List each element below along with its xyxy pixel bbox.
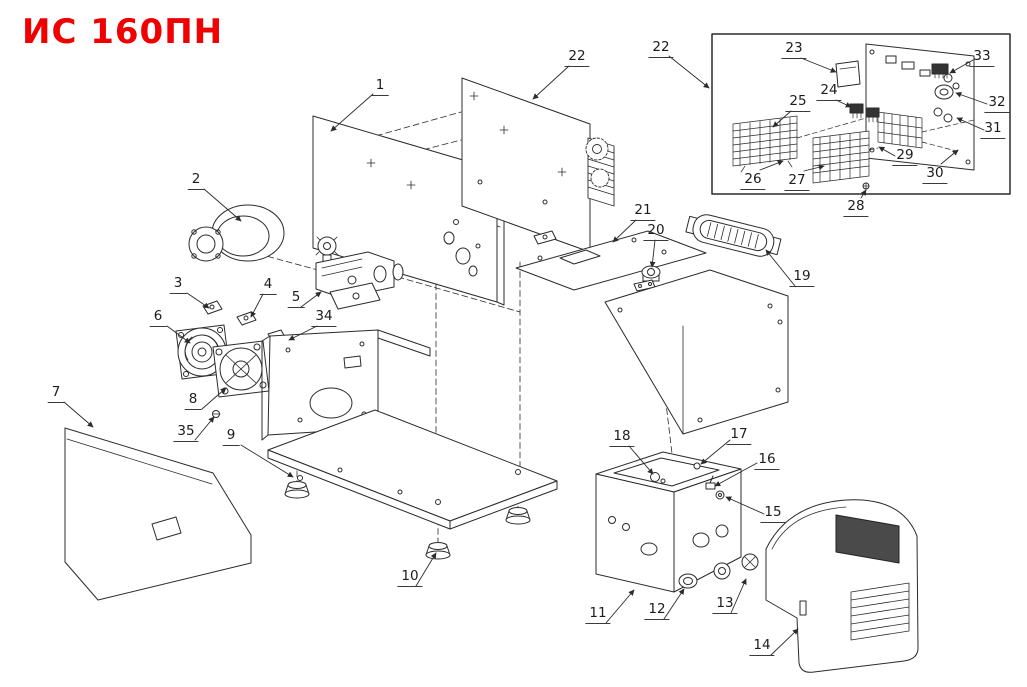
- leader-lines: [63, 55, 988, 656]
- leader-line-13: [730, 578, 747, 614]
- leader-line-20: [649, 239, 656, 268]
- leader-line-19: [765, 249, 796, 287]
- leader-line-33: [949, 59, 974, 74]
- inset-screw-28: [862, 182, 870, 190]
- diagram-title: ИС 160ПН: [22, 12, 224, 52]
- toroid-ring: [188, 204, 285, 262]
- leader-line-10: [415, 552, 437, 587]
- leader-line-9: [240, 444, 294, 478]
- leader-line-8: [201, 387, 227, 410]
- leader-line-2: [203, 188, 242, 222]
- leader-line-4: [250, 293, 264, 318]
- leader-line-24: [835, 99, 852, 108]
- leader-line-28: [860, 189, 867, 199]
- leader-line-22: [532, 65, 570, 100]
- leader-line-25: [772, 110, 792, 128]
- leader-line-35: [194, 416, 215, 441]
- top-shelf-plate: [515, 230, 707, 291]
- leader-line-18: [628, 445, 654, 475]
- side-cover: [64, 427, 252, 601]
- inset-capacitors-31: [933, 107, 953, 123]
- front-knobs: [678, 553, 759, 589]
- leader-line-27: [803, 164, 825, 172]
- leader-line-15: [725, 496, 765, 515]
- inset-heatsink-left: [732, 115, 798, 173]
- inset-component-33: [931, 63, 949, 79]
- screw-35: [212, 410, 221, 418]
- rear-right-panel: [604, 269, 789, 435]
- inset-heatsink-right: [812, 130, 870, 184]
- leader-line-29: [878, 146, 896, 157]
- small-bracket-4: [236, 311, 257, 326]
- inset-pcb: [877, 111, 923, 149]
- detail-inset-box: [711, 33, 1011, 195]
- leader-line-21: [612, 219, 637, 243]
- inset-capacitor-32: [934, 84, 954, 100]
- leader-line-30: [940, 149, 959, 165]
- leader-line-11: [605, 589, 635, 624]
- leader-line-34: [288, 325, 318, 341]
- valve-assembly: [315, 236, 404, 310]
- leader-line-1: [330, 93, 374, 132]
- leader-line-12: [663, 588, 685, 620]
- leader-line-32: [955, 92, 988, 105]
- inset-transistors-24: [849, 103, 880, 123]
- base-plate: [267, 409, 558, 530]
- leader-line-26: [759, 160, 784, 171]
- leader-line-14: [770, 628, 799, 656]
- carry-handle: [685, 214, 782, 257]
- inset-card-23: [835, 60, 861, 88]
- outer-cover: [765, 499, 919, 673]
- fan-guard: [212, 340, 270, 398]
- leader-line-22: [668, 55, 710, 89]
- mounting-bracket: [261, 329, 431, 441]
- leader-line-5: [300, 291, 322, 308]
- leader-line-7: [63, 401, 94, 428]
- leader-line-23: [800, 57, 837, 73]
- leader-line-3: [186, 292, 210, 309]
- leader-line-17: [700, 439, 731, 465]
- transformer-stack: [585, 137, 615, 207]
- leader-line-16: [714, 462, 758, 487]
- small-bracket-3: [202, 300, 223, 315]
- leader-line-6: [166, 325, 191, 344]
- leader-line-31: [956, 117, 985, 131]
